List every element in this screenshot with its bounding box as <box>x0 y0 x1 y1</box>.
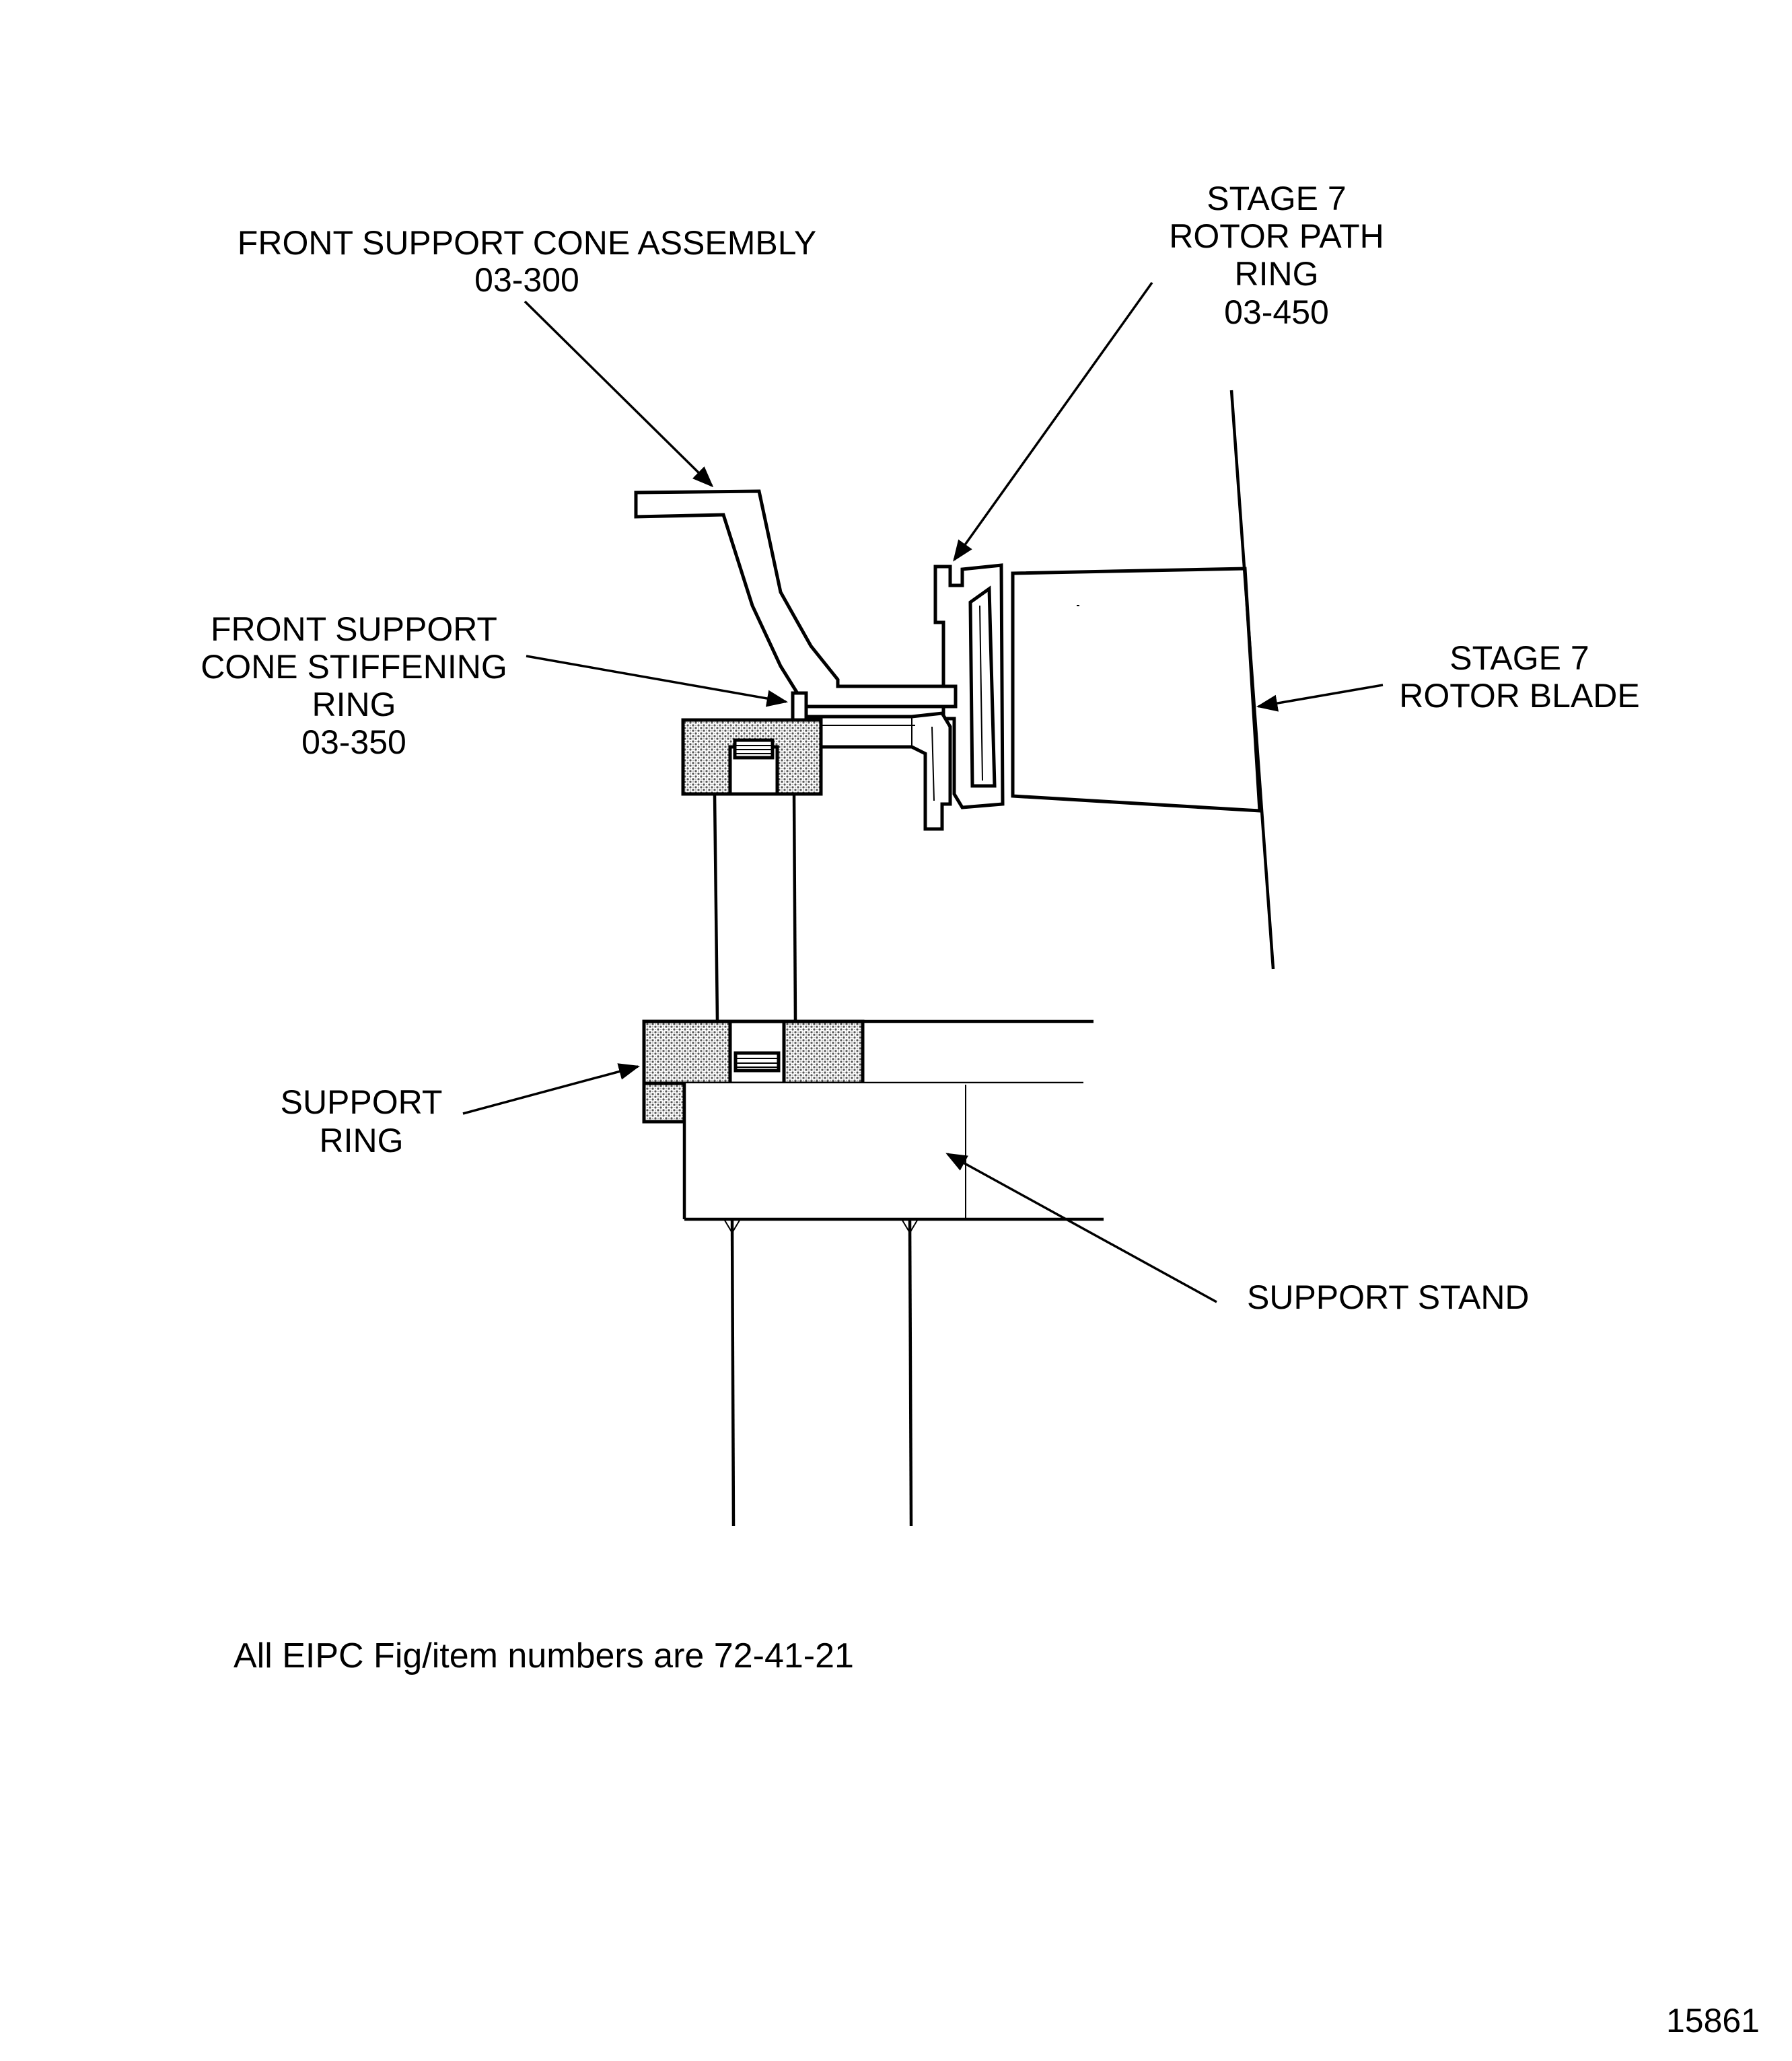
leader-stiffening-ring <box>526 655 789 707</box>
leader-stage7-rotor-path-ring <box>953 281 1153 562</box>
support-ring <box>642 1019 1094 1124</box>
leader-front-support-cone-assembly <box>524 300 714 488</box>
vertical-post <box>713 793 797 1022</box>
stage7-rotor-blade <box>1011 390 1275 970</box>
support-stand <box>682 1081 1104 1527</box>
label-line: ROTOR BLADE <box>1399 677 1640 715</box>
callout-front-support-cone-assembly: FRONT SUPPORT CONE ASSEMBLY 03-300 <box>238 224 816 299</box>
callout-front-support-cone-stiffening-ring: FRONT SUPPORT CONE STIFFENING RING 03-35… <box>201 610 507 761</box>
label-line: RING <box>320 1122 404 1159</box>
leader-lines <box>462 281 1384 1303</box>
upper-fixture-block <box>681 718 823 796</box>
front-support-cone-assembly <box>634 489 958 709</box>
callout-support-ring: SUPPORT RING <box>281 1083 443 1159</box>
label-line: 03-450 <box>1224 293 1329 331</box>
label-line: SUPPORT <box>281 1083 443 1121</box>
leader-stage7-rotor-blade <box>1256 684 1384 712</box>
label-line: RING <box>312 686 396 723</box>
label-line: FRONT SUPPORT <box>211 610 497 648</box>
label-line: SUPPORT STAND <box>1247 1278 1530 1316</box>
label-line: STAGE 7 <box>1207 180 1346 217</box>
callout-support-stand: SUPPORT STAND <box>1247 1278 1530 1316</box>
leader-support-ring <box>462 1063 641 1115</box>
label-line: STAGE 7 <box>1449 639 1589 677</box>
stage7-rotor-path-ring <box>933 563 1005 809</box>
footer-note: All EIPC Fig/item numbers are 72-41-21 <box>234 1636 854 1675</box>
figure-number: 15861 <box>1666 2002 1760 2039</box>
leader-support-stand <box>945 1153 1217 1303</box>
label-line: 03-300 <box>474 261 579 299</box>
label-line: RING <box>1235 255 1319 293</box>
callout-stage7-rotor-blade: STAGE 7 ROTOR BLADE <box>1399 639 1640 715</box>
label-line: 03-350 <box>301 723 406 761</box>
label-line: CONE STIFFENING <box>201 648 507 686</box>
callout-stage7-rotor-path-ring: STAGE 7 ROTOR PATH RING 03-450 <box>1169 180 1384 331</box>
label-line: ROTOR PATH <box>1169 217 1384 255</box>
label-line: FRONT SUPPORT CONE ASSEMBLY <box>238 224 816 262</box>
